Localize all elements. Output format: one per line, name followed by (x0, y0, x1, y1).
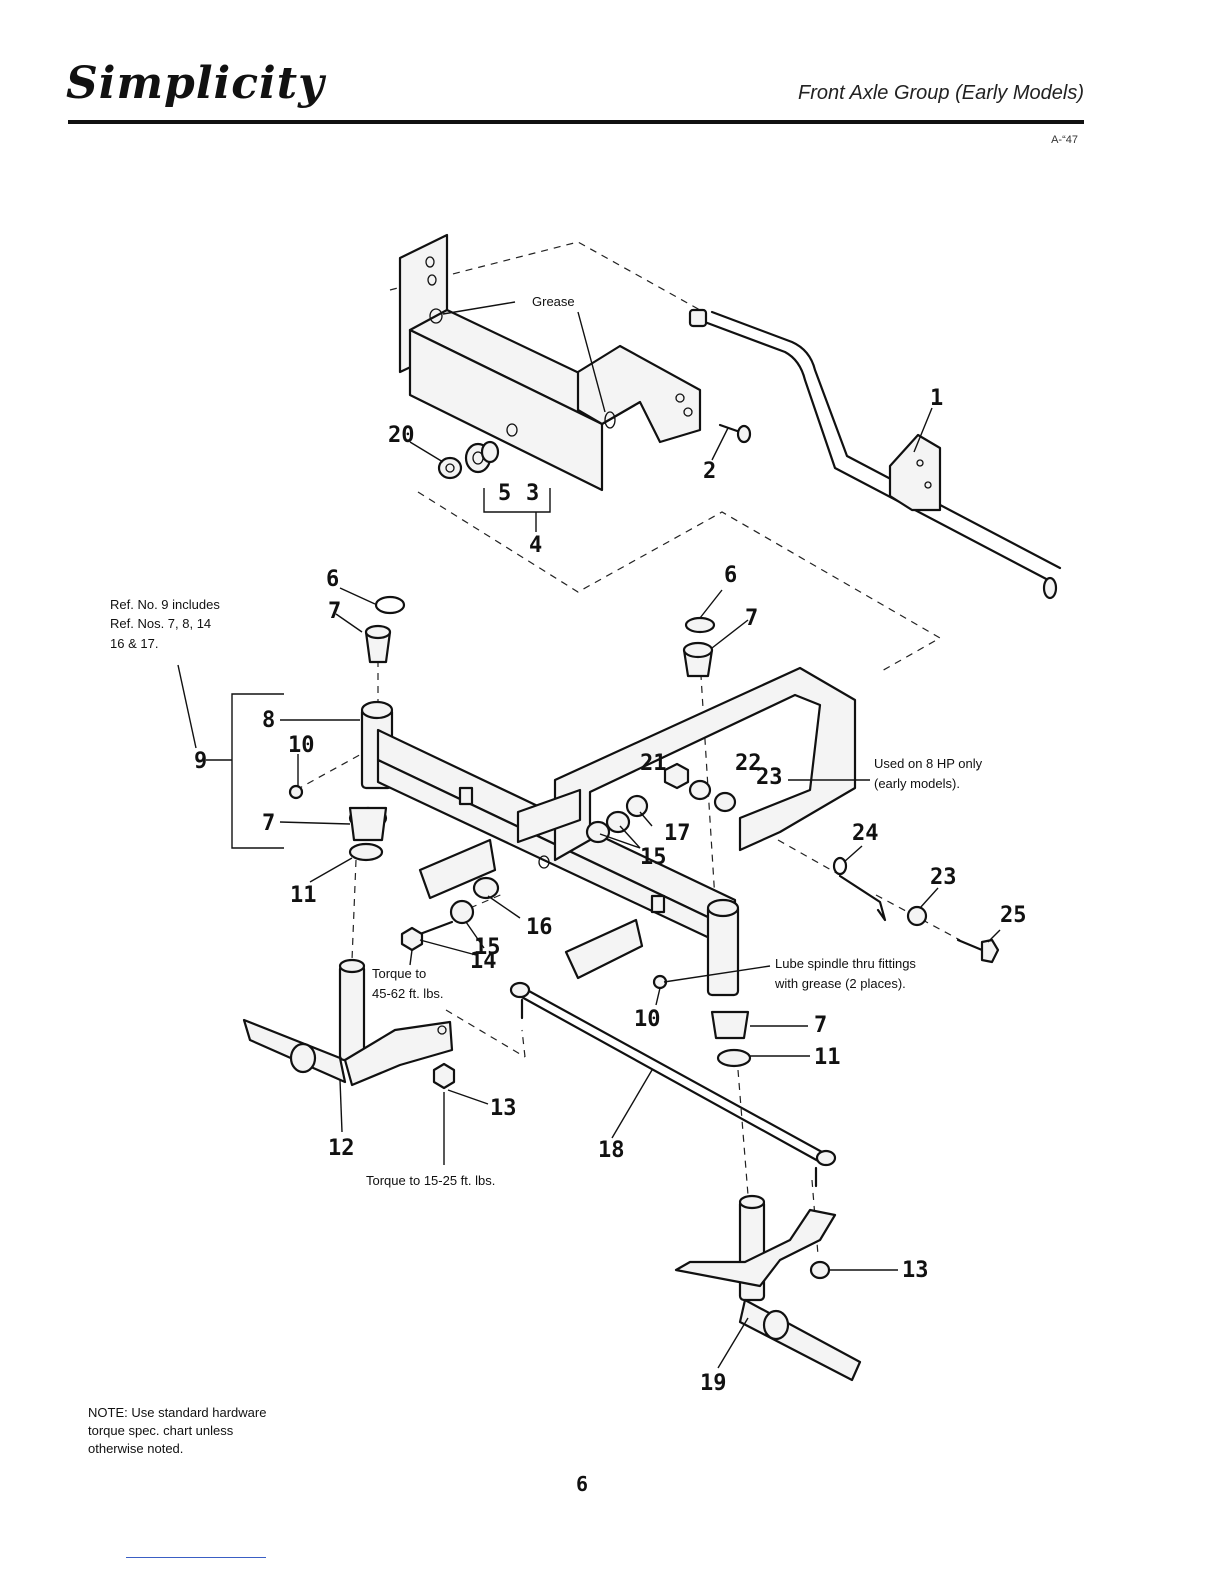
hp8-line2: (early models). (874, 776, 960, 791)
leader-lines (177, 301, 1001, 1369)
mounting-bracket (398, 233, 702, 492)
front-axle-assembly (360, 666, 857, 997)
part-number: 3 (526, 481, 539, 506)
part-number: 9 (194, 749, 207, 774)
part-number: 24 (852, 821, 879, 846)
part-number: 5 (498, 481, 511, 506)
part-number: 16 (526, 915, 553, 940)
part-number: 10 (288, 733, 315, 758)
part-number: 7 (745, 606, 758, 631)
washer-and-bushing (437, 440, 500, 480)
assembly-guide-lines (295, 241, 961, 1256)
part-number: 7 (328, 599, 341, 624)
ref9-line3: 16 & 17. (110, 636, 158, 651)
document-code: A-“47 (1051, 134, 1078, 146)
part-number: 6 (724, 563, 737, 588)
torque13-label: Torque to 15-25 ft. lbs. (366, 1173, 495, 1188)
note-line: NOTE: Use standard hardware (88, 1405, 267, 1420)
note-line: torque spec. chart unless (88, 1423, 234, 1438)
part-number: 20 (388, 423, 415, 448)
axle-hardware (288, 762, 752, 1068)
part-number: 14 (470, 949, 497, 974)
part-number: 19 (700, 1371, 727, 1396)
part-number: 23 (756, 765, 783, 790)
part-number: 15 (640, 845, 667, 870)
part-number: 10 (634, 1007, 661, 1032)
part-number: 4 (529, 533, 542, 558)
bottom-divider (126, 1557, 266, 1558)
part-number: 13 (490, 1096, 517, 1121)
grease-label: Grease (532, 294, 575, 309)
part-number: 13 (902, 1258, 929, 1283)
brand-logo: Simplicity (66, 58, 325, 109)
rear-pivot-bar (688, 308, 1062, 600)
part-number: 17 (664, 821, 691, 846)
part-number: 11 (814, 1045, 841, 1070)
part-number: 7 (814, 1013, 827, 1038)
part-number: 25 (1000, 903, 1027, 928)
header-rule (68, 120, 1084, 124)
page-title: Front Axle Group (Early Models) (797, 82, 1084, 104)
left-spindle-hardware (364, 595, 716, 678)
lube-line1: Lube spindle thru fittings (775, 956, 916, 971)
footer-note: NOTE: Use standard hardware torque spec.… (88, 1404, 266, 1458)
part-number: 11 (290, 883, 317, 908)
hp8-line1: Used on 8 HP only (874, 756, 983, 771)
tie-rod (509, 981, 837, 1188)
part-number: 2 (703, 459, 716, 484)
part-number: 21 (640, 751, 667, 776)
part-number: 23 (930, 865, 957, 890)
right-spindle (674, 1194, 862, 1382)
part-number: 1 (930, 386, 943, 411)
part-numbers: 1 2 3 4 5 20 6 7 6 7 8 10 9 7 11 21 22 2… (194, 386, 1027, 1396)
ref9-line1: Ref. No. 9 includes (110, 597, 220, 612)
torque14-line2: 45-62 ft. lbs. (372, 986, 444, 1001)
part-number: 12 (328, 1136, 355, 1161)
lube-line2: with grease (2 places). (774, 976, 906, 991)
bolt (718, 423, 752, 444)
rod-washer-bolt (832, 856, 1000, 964)
ref9-line2: Ref. Nos. 7, 8, 14 (110, 616, 211, 631)
part-number: 15 (474, 935, 501, 960)
part-number: 6 (326, 567, 339, 592)
part-number: 22 (735, 751, 762, 776)
left-spindle (242, 958, 456, 1090)
page-number: 6 (576, 1472, 589, 1496)
part-number: 7 (262, 811, 275, 836)
part-number: 18 (598, 1138, 625, 1163)
note-line: otherwise noted. (88, 1441, 184, 1456)
torque14-line1: Torque to (372, 966, 426, 981)
part-number: 8 (262, 708, 275, 733)
callout-texts: Grease Ref. No. 9 includes Ref. Nos. 7, … (110, 294, 983, 1188)
